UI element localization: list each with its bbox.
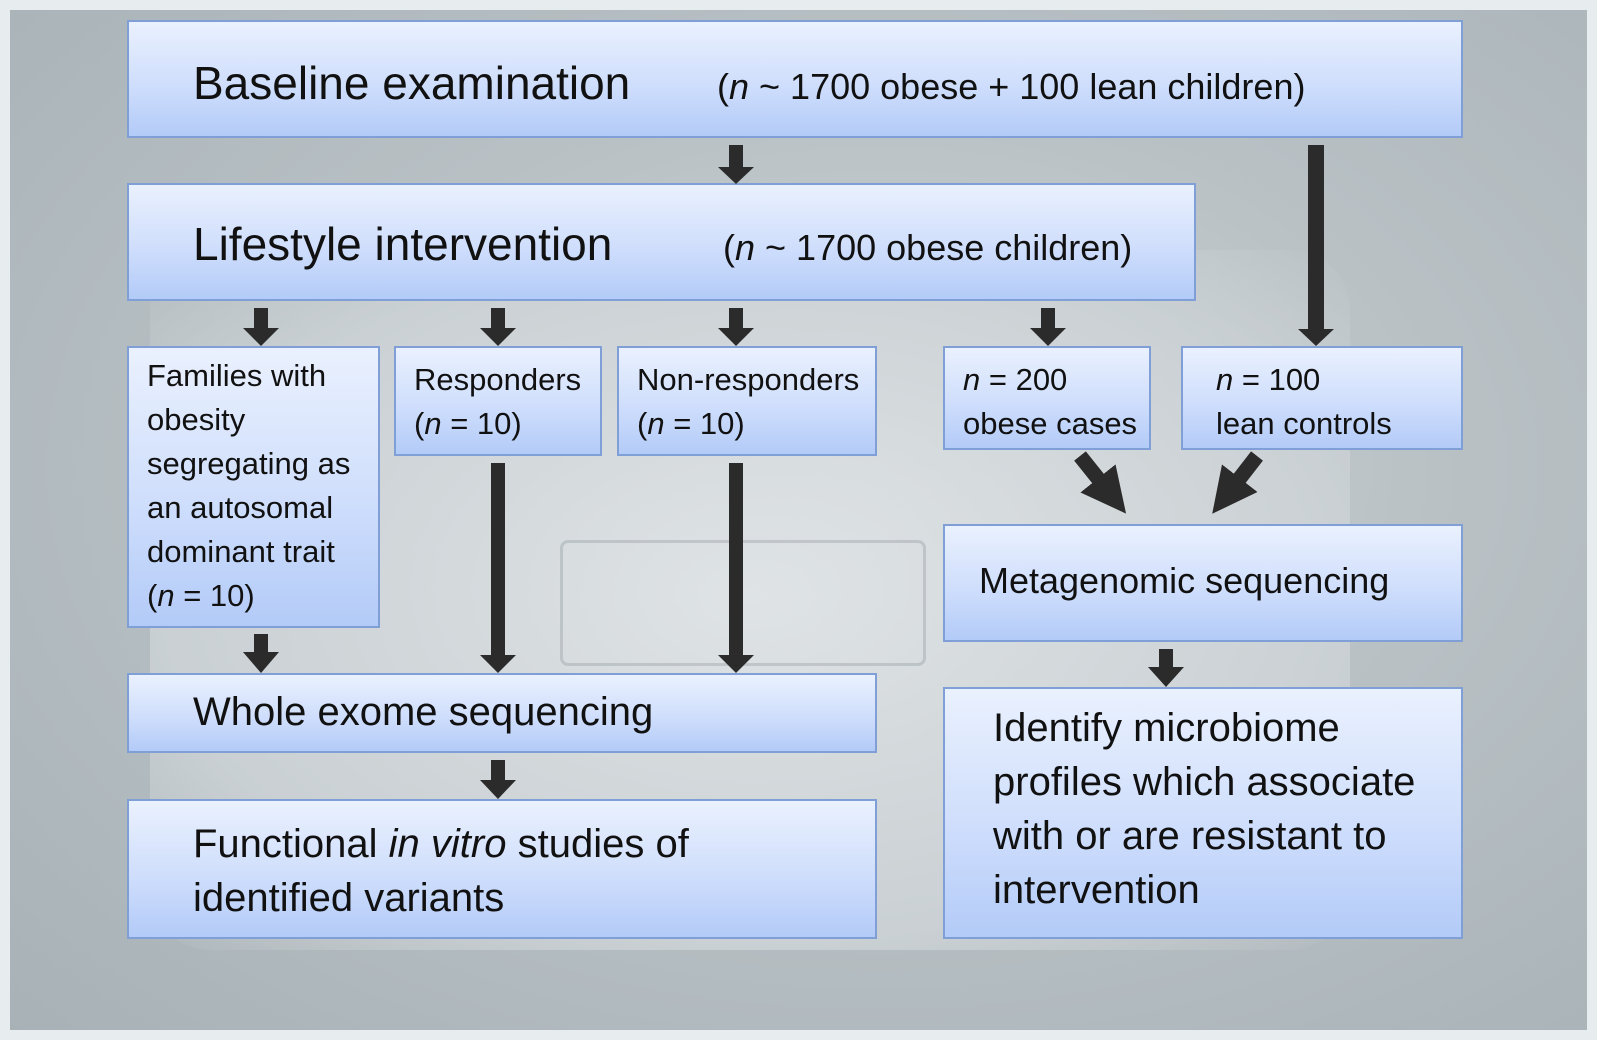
metagenomic-sequencing-box: Metagenomic sequencing xyxy=(943,524,1463,642)
n-symbol: n xyxy=(1216,362,1234,397)
functional-line1: Functional in vitro studies of xyxy=(193,817,689,871)
lifestyle-detail: ~ 1700 obese children) xyxy=(755,227,1133,268)
microbiome-label: Identify microbiome profiles which assoc… xyxy=(993,706,1416,912)
arrow-metagenomic-to-microbiome xyxy=(1148,649,1184,687)
arrow-families-to-exome xyxy=(243,634,279,673)
whole-exome-sequencing-box: Whole exome sequencing xyxy=(127,673,877,753)
exome-label: Whole exome sequencing xyxy=(193,690,654,734)
responders-label: Responders xyxy=(414,362,582,397)
obese-cases-sample-size: n = 200 xyxy=(963,358,1067,402)
responders-box: Responders (n = 10) xyxy=(394,346,602,456)
paren: ( xyxy=(637,406,648,441)
lean-controls-sample-size: n = 100 xyxy=(1216,358,1320,402)
functional-line2: identified variants xyxy=(193,876,505,920)
arrow-exome-to-functional xyxy=(480,760,516,799)
non-responders-detail: = 10) xyxy=(664,406,745,441)
families-sample-size: (n = 10) xyxy=(147,574,255,618)
arrow-obese-cases-to-metagenomic xyxy=(1074,451,1127,514)
paren: ( xyxy=(717,66,729,107)
paren: ( xyxy=(723,227,735,268)
n-symbol: n xyxy=(963,362,981,397)
arrow-lean-controls-to-metagenomic xyxy=(1212,451,1263,514)
paren: ( xyxy=(414,406,425,441)
metagenomic-label: Metagenomic sequencing xyxy=(979,560,1390,601)
lifestyle-sample-size: (n ~ 1700 obese children) xyxy=(723,227,1132,269)
arrow-non-responders-to-exome xyxy=(718,463,754,673)
n-symbol: n xyxy=(647,406,665,441)
baseline-sample-size: (n ~ 1700 obese + 100 lean children) xyxy=(717,66,1305,108)
non-responders-sample-size: (n = 10) xyxy=(637,402,745,446)
arrow-to-responders xyxy=(480,308,516,346)
n-symbol: n xyxy=(729,66,750,107)
obese-cases-box: n = 200 obese cases xyxy=(943,346,1151,450)
baseline-detail: ~ 1700 obese + 100 lean children) xyxy=(749,66,1306,107)
arrow-baseline-to-lean-controls xyxy=(1298,145,1334,346)
n-symbol: n xyxy=(735,227,756,268)
arrow-to-families xyxy=(243,308,279,346)
functional-pre: Functional xyxy=(193,822,389,866)
responders-detail: = 10) xyxy=(441,406,522,441)
functional-post: studies of xyxy=(506,822,689,866)
lifestyle-intervention-box: Lifestyle intervention (n ~ 1700 obese c… xyxy=(127,183,1196,301)
obese-cases-detail: = 200 xyxy=(980,362,1068,397)
functional-studies-box: Functional in vitro studies of identifie… xyxy=(127,799,877,939)
responders-sample-size: (n = 10) xyxy=(414,402,522,446)
lean-controls-box: n = 100 lean controls xyxy=(1181,346,1463,450)
lifestyle-title: Lifestyle intervention xyxy=(193,218,613,270)
functional-italic: in vitro xyxy=(388,822,507,866)
non-responders-label: Non-responders xyxy=(637,362,860,397)
lean-controls-detail: = 100 xyxy=(1233,362,1321,397)
microbiome-profiles-box: Identify microbiome profiles which assoc… xyxy=(943,687,1463,939)
n-symbol: n xyxy=(157,578,175,613)
families-box: Families with obesity segregating as an … xyxy=(127,346,380,628)
arrow-responders-to-exome xyxy=(480,463,516,673)
baseline-title: Baseline examination xyxy=(193,57,631,109)
arrow-to-obese-cases xyxy=(1030,308,1066,346)
arrow-baseline-to-lifestyle xyxy=(718,145,754,184)
families-detail: = 10) xyxy=(174,578,255,613)
n-symbol: n xyxy=(424,406,442,441)
arrow-to-non-responders xyxy=(718,308,754,346)
baseline-examination-box: Baseline examination (n ~ 1700 obese + 1… xyxy=(127,20,1463,138)
lean-controls-label: lean controls xyxy=(1216,406,1392,441)
paren: ( xyxy=(147,578,158,613)
families-text: Families with obesity segregating as an … xyxy=(147,358,351,569)
non-responders-box: Non-responders (n = 10) xyxy=(617,346,877,456)
obese-cases-label: obese cases xyxy=(963,406,1138,441)
